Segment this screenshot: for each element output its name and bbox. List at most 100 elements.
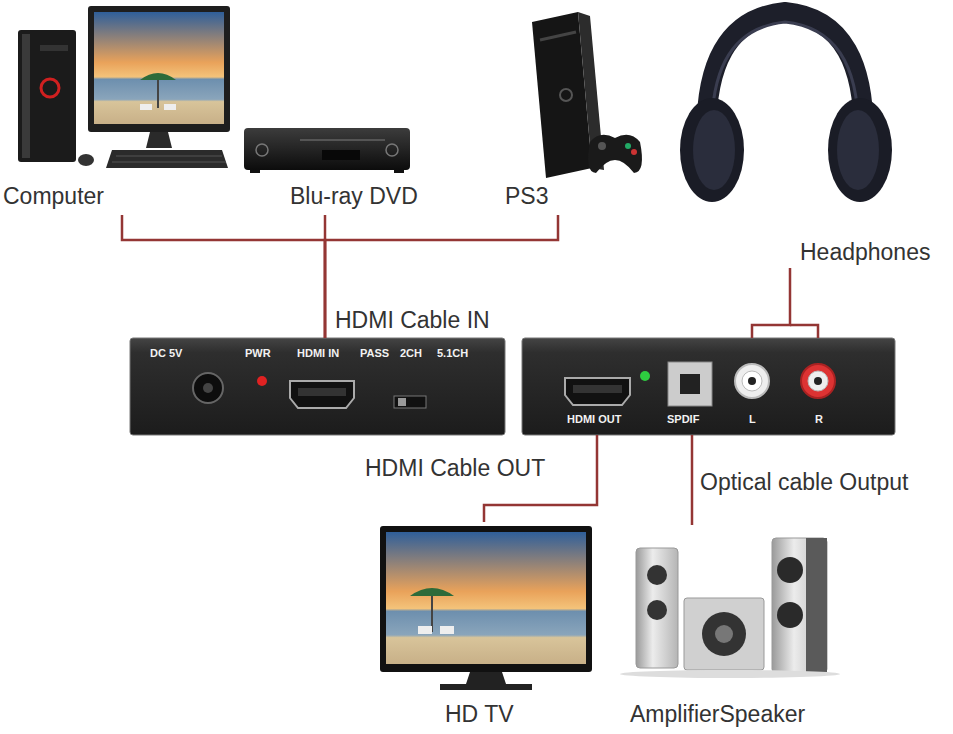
computer-picture xyxy=(106,150,228,168)
computer-picture xyxy=(140,73,176,80)
bluray-picture xyxy=(394,170,404,173)
device-label: PS3 xyxy=(505,182,548,210)
cable-label: HDMI Cable IN xyxy=(333,306,492,334)
cable-label: Optical cable Output xyxy=(698,468,910,496)
console-picture xyxy=(631,149,637,155)
extractor-back-panel xyxy=(668,362,712,406)
tv-picture xyxy=(418,626,432,634)
headphones-picture xyxy=(680,12,892,202)
bluray-picture xyxy=(256,144,268,156)
device-node: PS3 xyxy=(500,10,645,215)
speaker-picture xyxy=(620,538,840,678)
bluray-picture xyxy=(322,150,360,160)
port-label: SPDIF xyxy=(667,412,699,426)
port-label: HDMI IN xyxy=(297,346,339,360)
cable-line xyxy=(325,215,558,338)
speaker-picture xyxy=(636,548,678,668)
extractor-back-panel xyxy=(808,371,828,391)
device-node: Computer xyxy=(0,0,235,215)
port-label: HDMI OUT xyxy=(567,412,621,426)
extractor-panel: HDMI OUT SPDIF L R xyxy=(522,338,895,435)
tv-picture xyxy=(410,588,454,596)
computer-picture xyxy=(164,104,176,110)
cable-line xyxy=(691,435,694,525)
speaker-picture xyxy=(777,602,803,628)
computer-picture xyxy=(146,132,172,148)
extractor-back-panel xyxy=(565,378,630,405)
headphones-picture xyxy=(828,98,892,202)
computer-picture xyxy=(112,156,226,162)
extractor-back-panel xyxy=(801,364,835,398)
extractor-panel: DC 5V PWR HDMI IN PASS 2CH 5.1CH xyxy=(130,338,505,435)
computer-picture xyxy=(41,79,59,97)
extractor-front-panel xyxy=(130,338,505,435)
speaker-picture xyxy=(647,565,667,585)
computer-picture xyxy=(40,45,68,51)
tv-picture xyxy=(380,526,592,690)
tv-picture xyxy=(386,532,586,664)
device-node: AmplifierSpeaker xyxy=(620,525,855,730)
extractor-back-panel xyxy=(640,371,650,381)
headphones-picture xyxy=(837,110,879,190)
device-label: Headphones xyxy=(800,238,930,266)
tv-picture xyxy=(380,526,592,672)
speaker-picture xyxy=(772,538,827,673)
port-label: L xyxy=(749,412,756,426)
extractor-back-panel xyxy=(735,364,769,398)
speaker-picture xyxy=(715,625,733,643)
cable-branch xyxy=(790,325,818,338)
extractor-back-panel xyxy=(680,374,700,394)
port-label: R xyxy=(815,412,823,426)
device-label: HD TV xyxy=(445,700,514,728)
extractor-front-panel xyxy=(203,383,213,393)
extractor-back-panel xyxy=(742,371,762,391)
bluray-picture xyxy=(250,170,260,173)
extractor-front-panel xyxy=(394,396,426,408)
speaker-picture xyxy=(806,538,827,673)
computer-picture xyxy=(140,104,152,110)
port-label: 2CH xyxy=(400,346,422,360)
extractor-front-panel xyxy=(398,398,406,406)
computer-picture xyxy=(18,30,76,162)
speaker-picture xyxy=(702,612,746,656)
console-picture xyxy=(532,12,642,178)
computer-picture xyxy=(157,80,159,108)
bluray-picture xyxy=(386,144,398,156)
extractor-front-panel xyxy=(257,376,267,386)
computer-picture xyxy=(18,6,230,168)
console-picture xyxy=(588,135,642,173)
port-label: PWR xyxy=(245,346,271,360)
port-label: 5.1CH xyxy=(437,346,468,360)
cable-line xyxy=(122,215,325,338)
tv-picture xyxy=(466,672,506,684)
tv-picture xyxy=(440,684,532,690)
extractor-front-panel xyxy=(193,373,223,403)
device-label: Computer xyxy=(3,182,104,210)
console-picture xyxy=(625,143,631,149)
computer-picture xyxy=(88,6,230,132)
cable-line xyxy=(752,268,790,338)
console-picture xyxy=(560,89,572,101)
console-picture xyxy=(598,142,606,150)
device-node: Blu-ray DVD xyxy=(240,120,450,215)
extractor-back-panel xyxy=(573,385,622,393)
headphones-picture xyxy=(680,98,744,202)
bluray-picture xyxy=(244,128,410,170)
cable-label: HDMI Cable OUT xyxy=(363,454,547,482)
speaker-picture xyxy=(620,670,840,678)
port-label: DC 5V xyxy=(150,346,182,360)
headphones-picture xyxy=(693,110,735,190)
extractor-back-panel xyxy=(748,377,756,385)
extractor-back-panel xyxy=(522,338,895,435)
device-label: AmplifierSpeaker xyxy=(630,700,805,728)
extractor-front-panel xyxy=(290,381,354,408)
device-node: Headphones xyxy=(675,0,950,268)
computer-picture xyxy=(78,154,94,166)
extractor-back-panel xyxy=(814,377,822,385)
port-label: PASS xyxy=(360,346,389,360)
device-node: HD TV xyxy=(375,522,595,730)
computer-picture xyxy=(94,12,224,124)
